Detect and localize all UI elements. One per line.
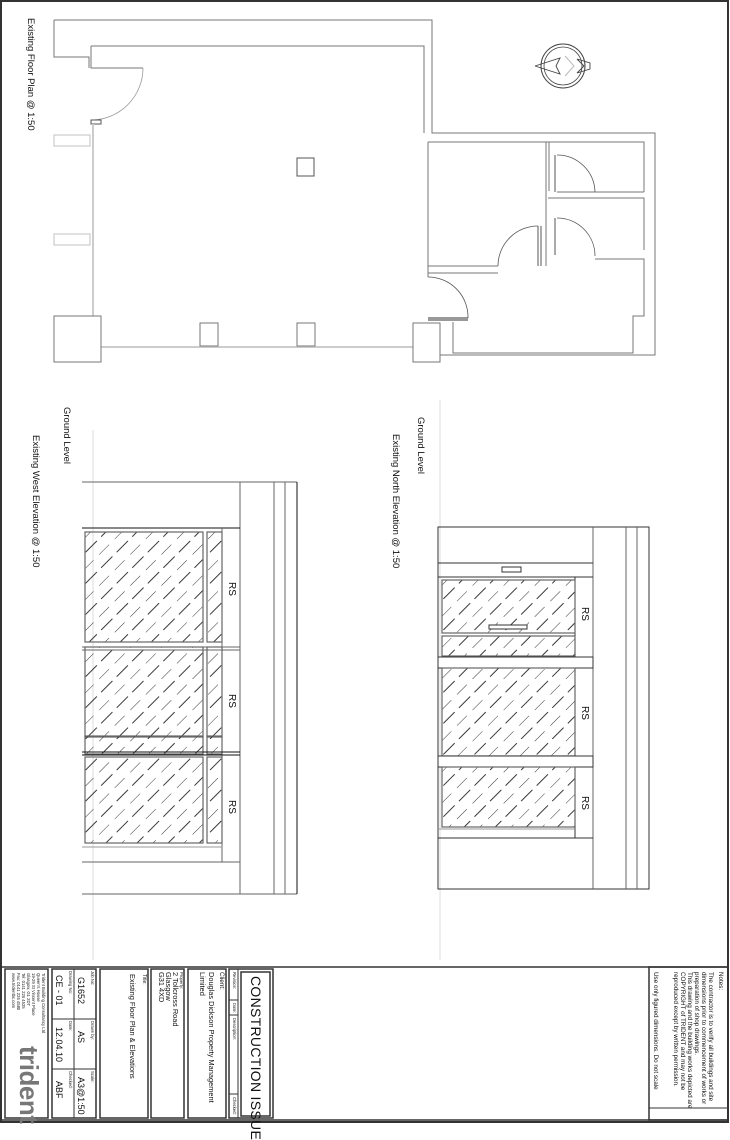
drawn-by-value: AS xyxy=(76,1031,86,1044)
notes-line: The contractor is to verify all building… xyxy=(707,972,714,1102)
date-header: Date: xyxy=(232,1003,237,1014)
notes-line: dimensions prior to commencement of work… xyxy=(700,972,707,1105)
notes-block: Notes: The contractor is to verify all b… xyxy=(672,972,724,1109)
scale-label: Scale: xyxy=(90,1071,95,1083)
west-rs-label: RS xyxy=(226,582,237,596)
north-rs-label: RS xyxy=(579,706,590,720)
client-label: Client: xyxy=(218,972,225,990)
job-no-value: G1652 xyxy=(76,977,86,1005)
job-no-cell: Job No: G1652 xyxy=(76,971,95,1004)
checked-value: ABF xyxy=(54,1081,64,1099)
notes-line: This drawing and the building works depi… xyxy=(686,972,693,1109)
drawing-no-value: CE - 01 xyxy=(54,975,64,1006)
company-line: Glasgow, G1 2DT xyxy=(26,973,31,1007)
ground-level-label-west: Ground Level xyxy=(61,407,72,465)
title-value: Existing Floor Plan & Elevations xyxy=(128,974,137,1079)
ground-level-label-north: Ground Level xyxy=(415,417,426,475)
property-line: 2 Tollcross Road xyxy=(171,972,180,1027)
client-block: Client: Douglas Dickson Property Managem… xyxy=(198,972,225,1103)
status-stamp: CONSTRUCTION ISSUE xyxy=(248,976,264,1140)
notes-footer: Use only figured dimensions. Do not scal… xyxy=(652,972,659,1090)
scale-cell: Scale: A3@1:50 xyxy=(76,1071,95,1115)
north-elevation-title: Existing North Elevation @ 1:50 xyxy=(390,434,401,569)
drawing-no-cell: Drawing No: CE - 01 xyxy=(54,971,73,1006)
date-value: 12.04.10 xyxy=(54,1027,64,1063)
company-line: Fax: 0141 226 4580 xyxy=(16,973,21,1011)
drawn-by-label: Drawn by: xyxy=(90,1021,95,1040)
north-rs-label: RS xyxy=(579,796,590,810)
north-rs-label: RS xyxy=(579,607,590,621)
title-block-title: Title: Existing Floor Plan & Elevations xyxy=(128,974,147,1079)
notes-line: COPYRIGHT of TRIDENT and may not be xyxy=(679,972,686,1091)
property-line: G31 4XD xyxy=(157,972,166,1003)
floor-plan xyxy=(53,19,656,363)
notes-line: reproduced except by written permission. xyxy=(672,972,679,1087)
checked-label: Checked: xyxy=(68,1071,73,1089)
north-elevation xyxy=(437,400,650,960)
trident-logo: trident xyxy=(14,1046,44,1124)
description-header: Description: xyxy=(232,1018,237,1041)
title-block-frame xyxy=(1,966,729,1121)
drawing-no-label: Drawing No: xyxy=(68,971,73,995)
notes-line: preparation of shop drawings. xyxy=(693,972,700,1055)
north-arrow-icon xyxy=(534,43,591,89)
company-line: www.tridentbc.com xyxy=(11,973,16,1009)
west-rs-label: RS xyxy=(226,800,237,814)
client-line: Limited xyxy=(198,972,207,996)
company-line: Tel: 0141 226 4525 xyxy=(21,973,26,1009)
west-elevation xyxy=(82,430,298,960)
date-cell: Date: 12.04.10 xyxy=(54,1021,73,1062)
notes-heading: Notes: xyxy=(717,972,724,991)
floor-plan-title: Existing Floor Plan @ 1:50 xyxy=(25,18,36,131)
client-line: Douglas Dickson Property Management xyxy=(207,972,216,1103)
west-rs-label: RS xyxy=(226,694,237,708)
checked-header: Checked: xyxy=(232,1097,237,1115)
revision-header: Revision: xyxy=(232,972,237,990)
scale-value: A3@1:50 xyxy=(76,1077,86,1115)
west-elevation-title: Existing West Elevation @ 1:50 xyxy=(30,435,41,568)
date-label: Date: xyxy=(68,1021,73,1032)
job-no-label: Job No: xyxy=(90,971,95,986)
drawn-by-cell: Drawn by: AS xyxy=(76,1021,95,1043)
company-address: Trident Building Consultancy Ltd Queen's… xyxy=(11,973,46,1033)
company-line: 19-29 St Vincent Place xyxy=(31,973,36,1016)
company-line: Trident Building Consultancy Ltd xyxy=(41,973,46,1034)
title-label: Title: xyxy=(141,974,147,985)
property-block: Property: 2 Tollcross Road Glasgow G31 4… xyxy=(157,972,184,1027)
checked-cell: Checked: ABF xyxy=(54,1071,73,1099)
